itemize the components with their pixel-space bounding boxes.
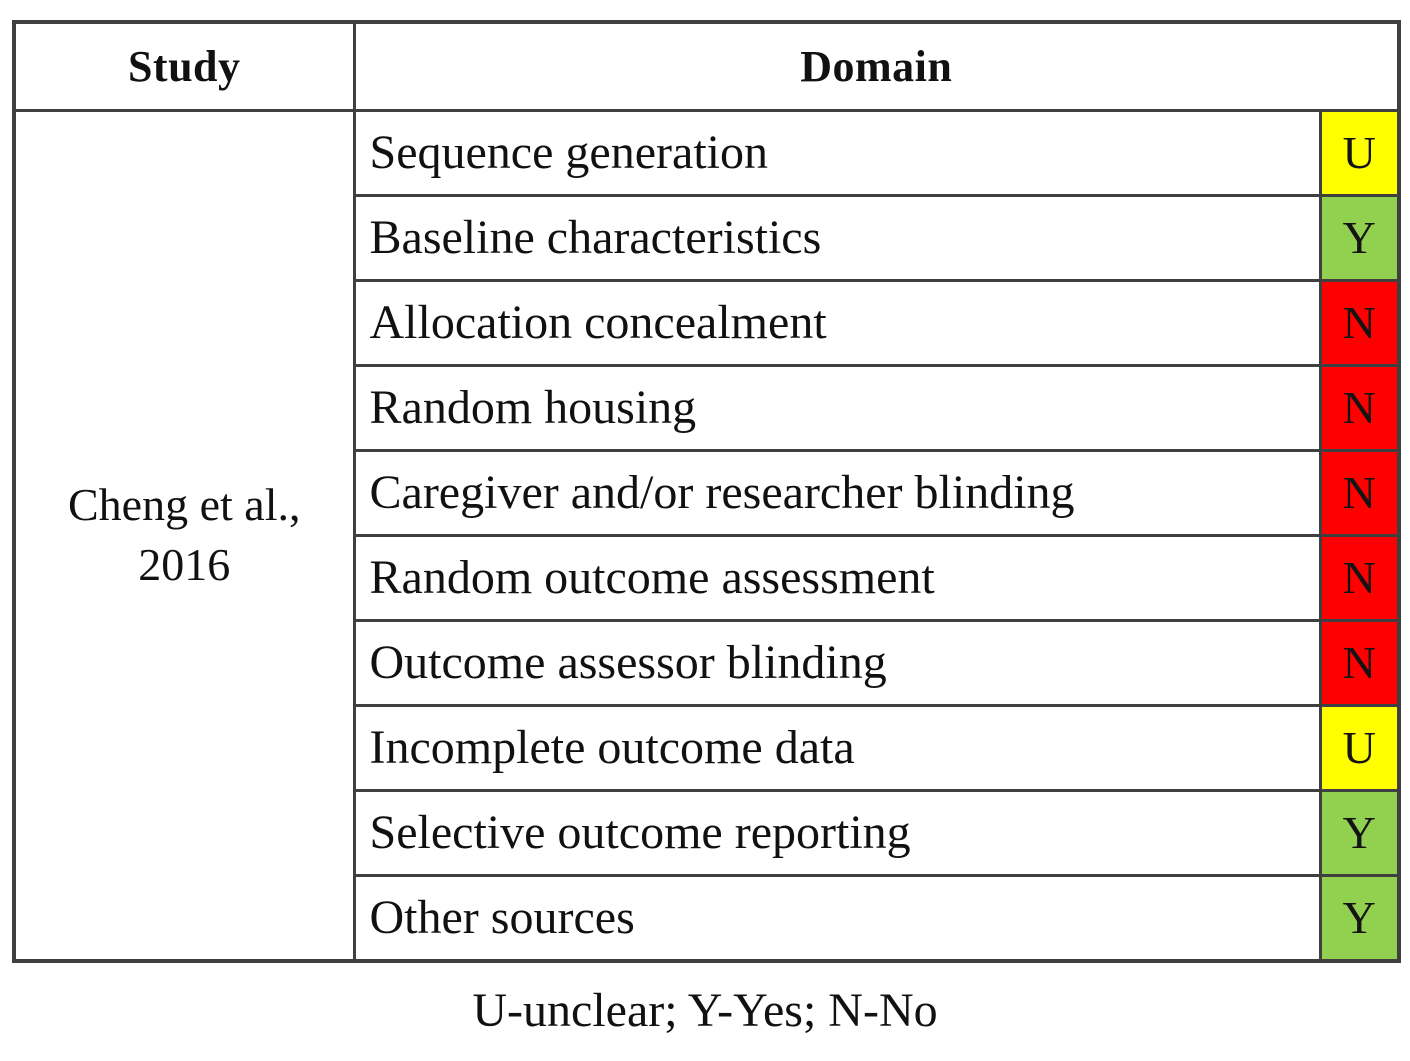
rating-cell: Y bbox=[1318, 873, 1401, 963]
domain-label-cell: Random housing bbox=[352, 363, 1322, 452]
domain-label-cell: Caregiver and/or researcher blinding bbox=[352, 448, 1322, 537]
risk-of-bias-table: Study Domain Cheng et al., 2016 Sequence … bbox=[12, 20, 1401, 963]
domain-label-cell: Incomplete outcome data bbox=[352, 703, 1322, 792]
study-name: Cheng et al., 2016 bbox=[68, 478, 301, 591]
table-header: Study Domain bbox=[12, 20, 1401, 112]
study-column-header: Study bbox=[12, 20, 356, 112]
rating-cell: N bbox=[1318, 618, 1401, 707]
rating-cell: Y bbox=[1318, 788, 1401, 877]
domain-label-cell: Sequence generation bbox=[352, 108, 1322, 197]
domain-label-cell: Other sources bbox=[352, 873, 1322, 963]
domain-column-header: Domain bbox=[352, 20, 1401, 112]
rating-cell: N bbox=[1318, 448, 1401, 537]
rating-cell: N bbox=[1318, 278, 1401, 367]
rating-cell: U bbox=[1318, 703, 1401, 792]
domain-label-cell: Allocation concealment bbox=[352, 278, 1322, 367]
domain-label-cell: Selective outcome reporting bbox=[352, 788, 1322, 877]
rating-cell: U bbox=[1318, 108, 1401, 197]
domain-label-cell: Baseline characteristics bbox=[352, 193, 1322, 282]
domain-label-cell: Outcome assessor blinding bbox=[352, 618, 1322, 707]
rating-cell: N bbox=[1318, 533, 1401, 622]
domain-label-cell: Random outcome assessment bbox=[352, 533, 1322, 622]
header-row: Study Domain bbox=[12, 20, 1401, 112]
study-cell: Cheng et al., 2016 bbox=[12, 108, 356, 963]
rating-cell: Y bbox=[1318, 193, 1401, 282]
rating-cell: N bbox=[1318, 363, 1401, 452]
legend-caption: U-unclear; Y-Yes; N-No bbox=[472, 984, 938, 1037]
